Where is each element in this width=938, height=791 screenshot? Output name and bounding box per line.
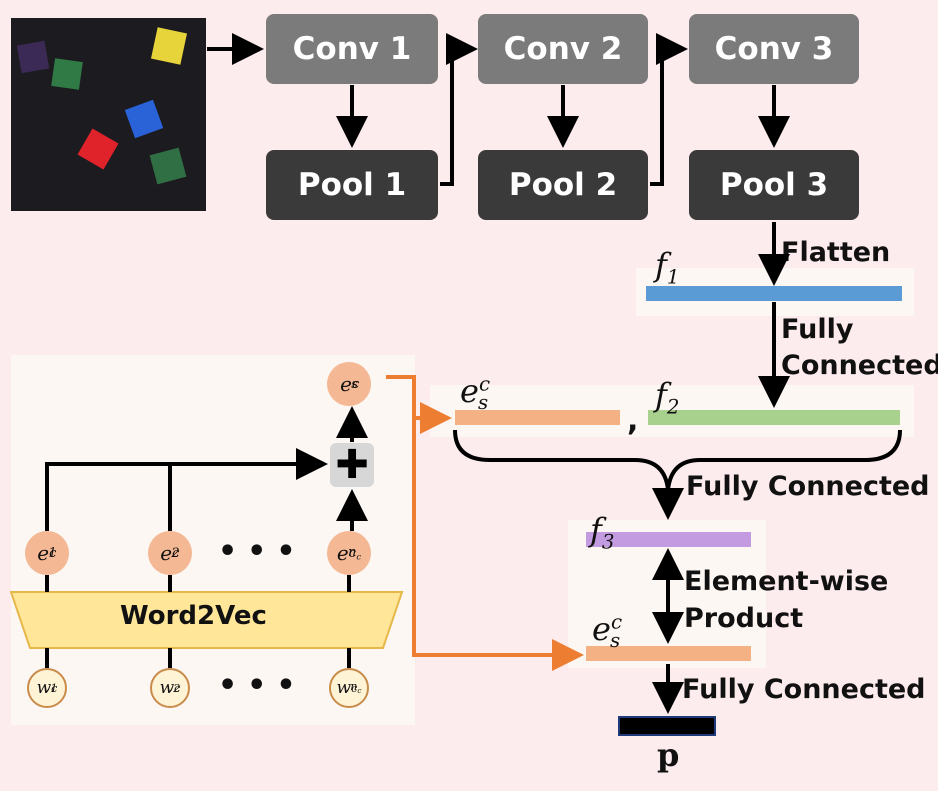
word2vec-label: Word2Vec: [120, 601, 267, 631]
plus-icon: ✚: [330, 443, 374, 487]
elementwise-label-line1: Element-wise: [684, 566, 889, 597]
input-image: [11, 18, 206, 211]
colored-cubes-photo-icon: [11, 18, 206, 211]
es-bar-product: [586, 646, 751, 661]
output-label: p: [657, 736, 680, 774]
word2vec-shape: [10, 591, 404, 649]
output-bar: [618, 716, 716, 736]
f2-bar: [648, 410, 900, 425]
pool2-box: Pool 2: [478, 150, 648, 220]
es-label-concat: ecs: [460, 372, 491, 415]
conv2-box: Conv 2: [478, 14, 648, 84]
f1-bar: [646, 286, 902, 301]
es-bar-concat: [455, 410, 620, 425]
conv3-box: Conv 3: [689, 14, 859, 84]
fc1-label-line1: Fully: [781, 314, 854, 345]
word-ellipsis: •••: [218, 668, 306, 703]
fc2-label: Fully Connected: [686, 471, 930, 502]
es-label-product: ecs: [592, 610, 623, 653]
fc3-label: Fully Connected: [682, 674, 926, 705]
comma-label: ,: [627, 403, 639, 438]
conv1-box: Conv 1: [266, 14, 438, 84]
pool3-box: Pool 3: [689, 150, 859, 220]
f3-bar: [586, 532, 751, 547]
f2-label: f2: [655, 376, 680, 419]
f1-label: f1: [655, 246, 680, 289]
f3-label: f3: [590, 511, 615, 554]
elementwise-label-line2: Product: [684, 603, 804, 634]
pool1-box: Pool 1: [266, 150, 438, 220]
embedding-ellipsis: •••: [218, 534, 306, 569]
flatten-label: Flatten: [781, 237, 891, 268]
fc1-label-line2: Connected: [781, 350, 938, 381]
